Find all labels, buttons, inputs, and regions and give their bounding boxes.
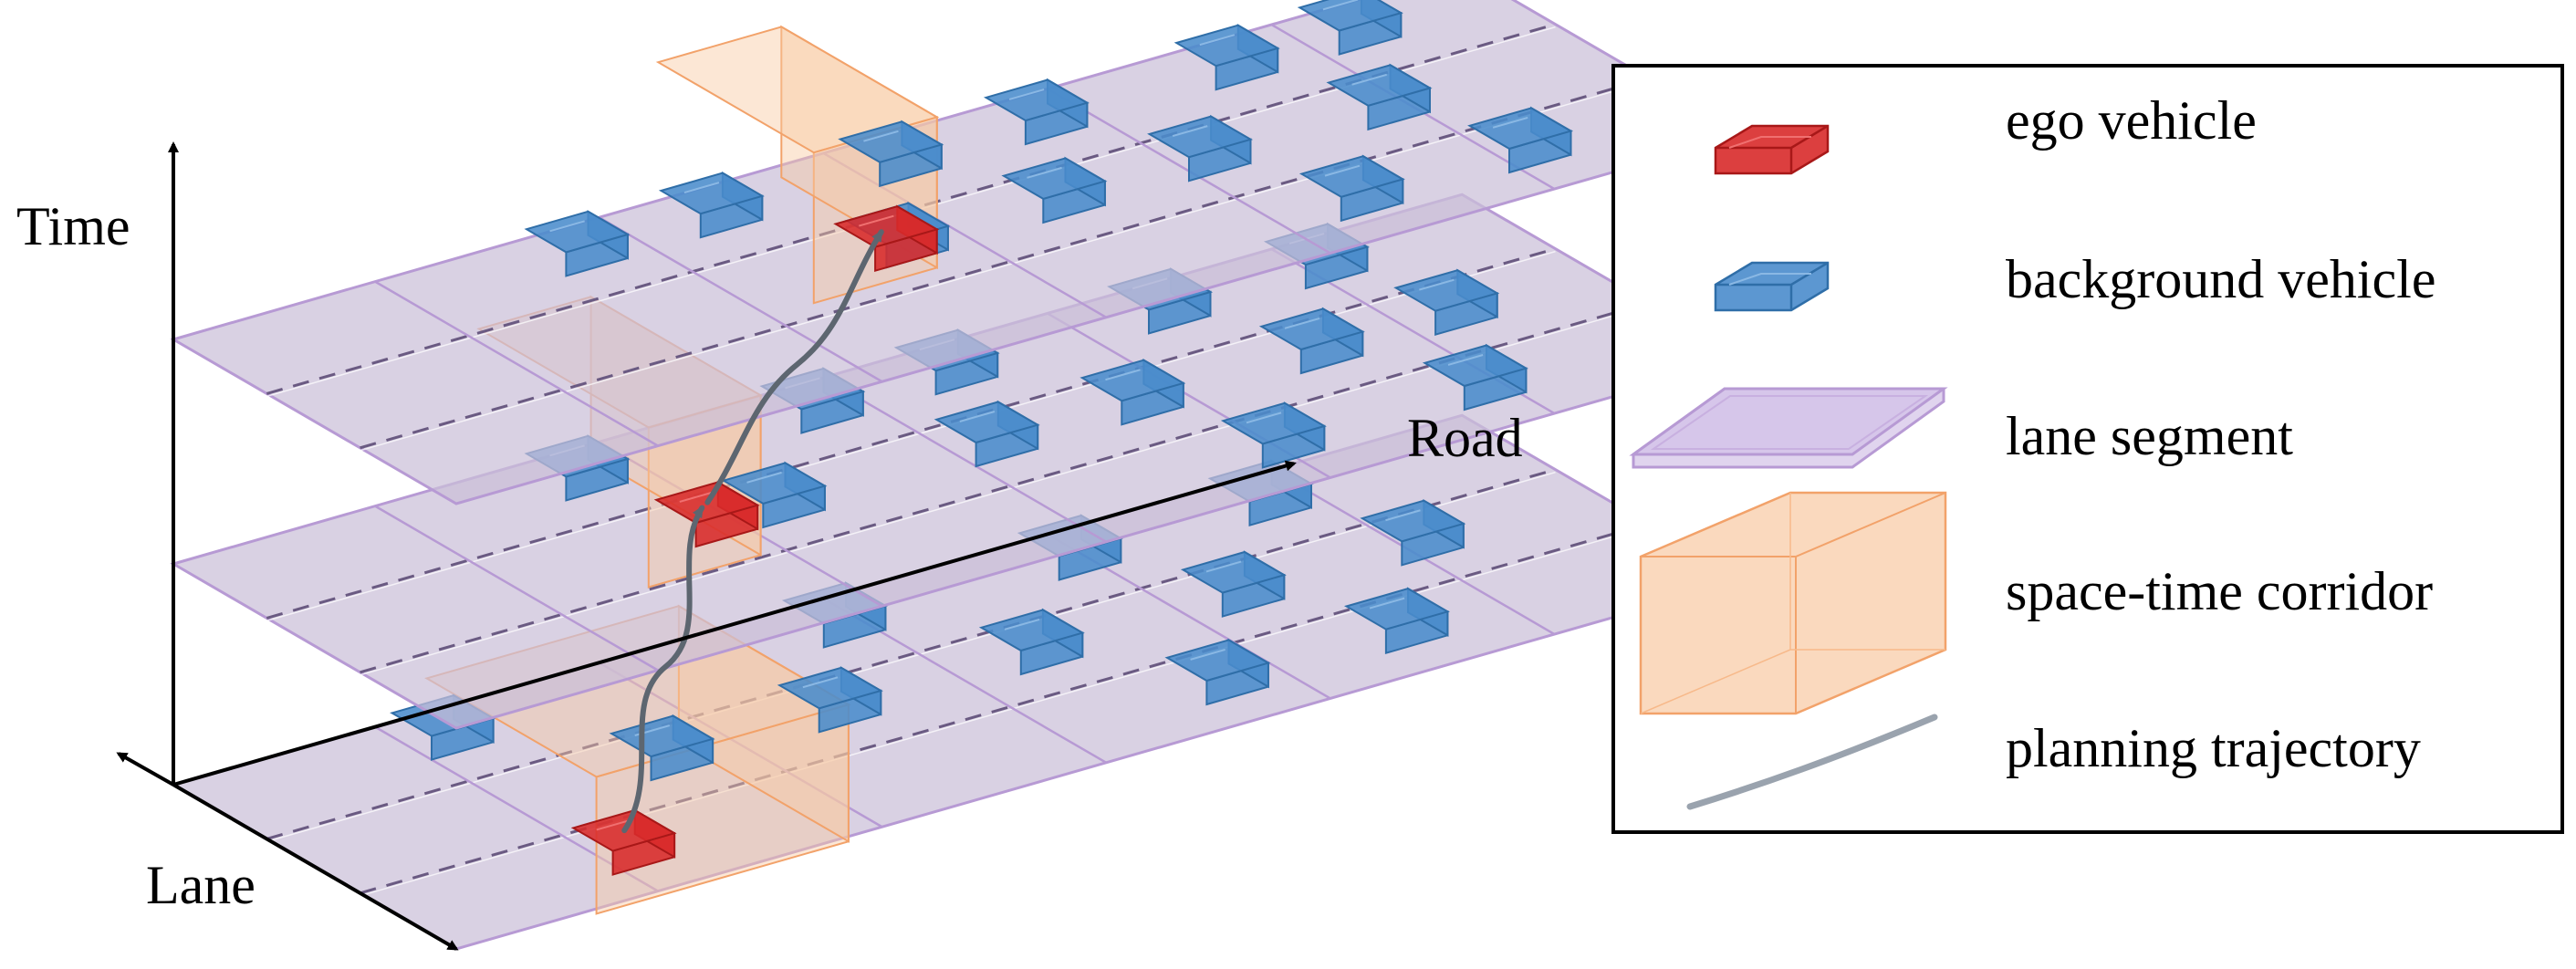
- background-vehicle: [721, 461, 828, 529]
- background-vehicle: [1360, 498, 1466, 567]
- lane-divider-highlight: [360, 526, 1650, 897]
- background-vehicle: [1298, 154, 1405, 223]
- lane-divider-highlight: [360, 80, 1650, 452]
- background-vehicle: [609, 714, 715, 782]
- background-vehicle: [777, 666, 883, 734]
- lane-axis-label: Lane: [146, 855, 256, 915]
- road-axis: [172, 460, 1297, 787]
- segment-boundary: [374, 505, 659, 672]
- background-vehicle: [1422, 343, 1528, 412]
- lane-divider: [266, 247, 1556, 620]
- layer-t2: [170, 0, 1748, 505]
- legend-ego-swatch: [1714, 124, 1830, 175]
- background-vehicle: [1079, 358, 1186, 426]
- lane-divider: [266, 468, 1556, 840]
- legend-ego-label: ego vehicle: [2006, 90, 2257, 151]
- background-vehicle: [983, 78, 1090, 146]
- background-vehicle: [1001, 156, 1108, 224]
- background-vehicle: [933, 400, 1040, 468]
- legend-background-swatch: [1714, 261, 1830, 312]
- time-axis-label: Time: [16, 196, 130, 256]
- background-vehicle: [1467, 106, 1574, 174]
- lane-axis-back: [116, 752, 174, 787]
- background-vehicle: [1164, 638, 1271, 706]
- legend: ego vehicle background vehicle lane segm…: [1611, 64, 2564, 834]
- background-vehicle: [1326, 63, 1433, 131]
- legend-lane-swatch: [1629, 387, 1948, 469]
- lane-divider: [360, 522, 1650, 895]
- background-vehicle: [1258, 307, 1365, 375]
- background-vehicle: [978, 608, 1085, 676]
- legend-trajectory-swatch: [1686, 714, 1938, 810]
- segment-boundary: [599, 216, 883, 383]
- ego-vehicle: [833, 204, 940, 273]
- background-vehicle: [1173, 23, 1280, 91]
- segment-boundary: [822, 376, 1107, 543]
- background-vehicle: [838, 120, 944, 188]
- background-vehicle: [1147, 114, 1254, 182]
- road-axis-label: Road: [1407, 408, 1523, 468]
- planning-trajectory: [621, 505, 705, 834]
- legend-lane-label: lane segment: [2006, 406, 2293, 466]
- legend-corridor-label: space-time corridor: [2006, 561, 2433, 621]
- legend-trajectory-label: planning trajectory: [2006, 718, 2421, 778]
- background-vehicle: [1297, 0, 1403, 56]
- lane-divider: [360, 301, 1650, 674]
- background-vehicle: [1180, 550, 1287, 618]
- lane-divider-highlight: [266, 471, 1556, 843]
- lane-axis: [172, 783, 459, 951]
- background-vehicle: [1343, 587, 1450, 655]
- legend-corridor-swatch: [1639, 491, 1947, 715]
- segment-boundary: [374, 725, 659, 892]
- axes: [116, 141, 1297, 951]
- background-vehicle: [658, 171, 765, 239]
- background-vehicle: [1393, 268, 1500, 337]
- background-vehicle: [524, 210, 631, 277]
- background-vehicle: [1220, 401, 1327, 469]
- segment-boundary: [822, 151, 1107, 318]
- lane-divider: [360, 77, 1650, 450]
- planning-trajectory: [704, 229, 884, 505]
- segment-boundary: [374, 280, 659, 447]
- lane-divider-highlight: [266, 250, 1556, 622]
- legend-background-label: background vehicle: [2006, 249, 2435, 309]
